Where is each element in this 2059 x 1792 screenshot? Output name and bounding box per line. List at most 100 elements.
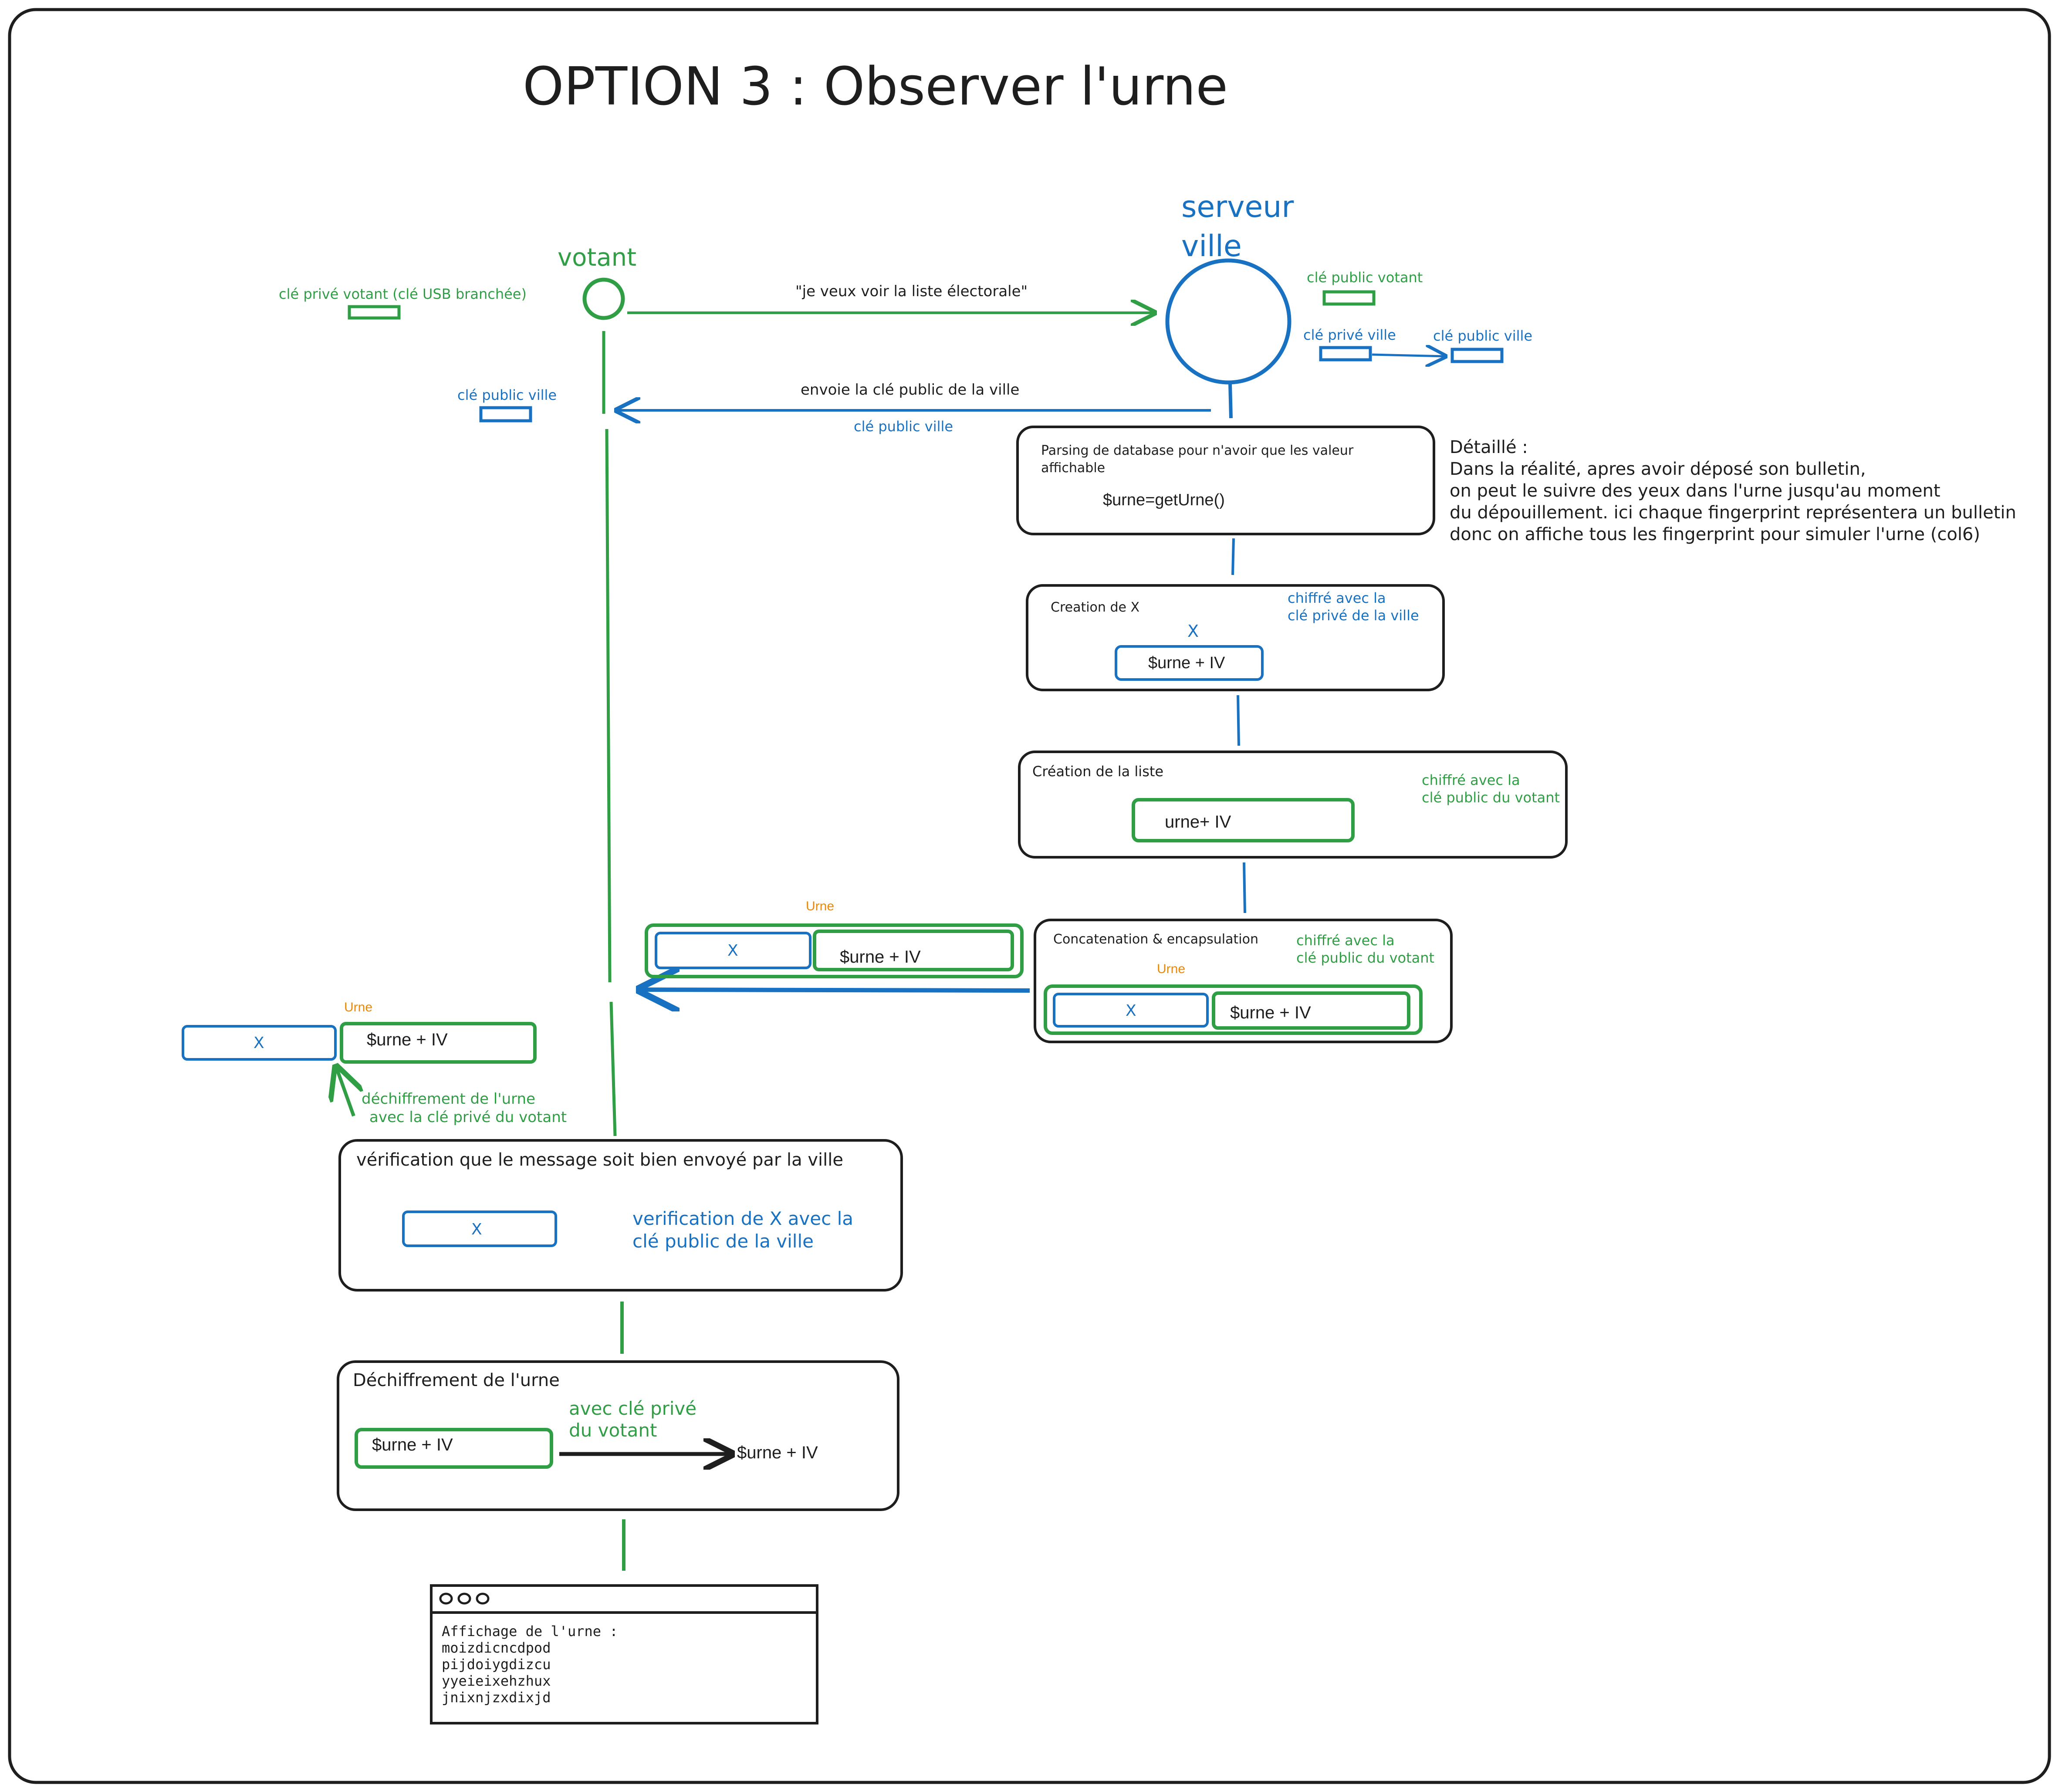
dechiffrement-note-line1: avec clé privé: [569, 1398, 696, 1419]
parsing-step-title-line2: affichable: [1041, 460, 1105, 476]
server-private-ville-key-label: clé privé ville: [1303, 327, 1396, 343]
votant-public-ville-key-icon: [479, 406, 532, 423]
dechiffrement-note-line2: du votant: [569, 1420, 657, 1441]
window-control-icon: [457, 1593, 471, 1605]
concat-step-title: Concatenation & encapsulation: [1053, 932, 1258, 947]
display-row: moizdicncdpod: [442, 1640, 551, 1656]
verification-step-box: [338, 1139, 903, 1292]
detail-note-title: Détaillé :: [1450, 437, 1528, 457]
concat-x-symbol: X: [1126, 1002, 1136, 1020]
connector-liste-to-concat: [1243, 862, 1246, 913]
display-window-frame: [430, 1584, 818, 1724]
parsing-step-title-line1: Parsing de database pour n'avoir que les…: [1041, 443, 1354, 458]
dechiffrement-step-title: Déchiffrement de l'urne: [353, 1370, 560, 1390]
display-row: jnixnjzxdixjd: [442, 1689, 551, 1706]
outer-frame: [8, 8, 2051, 1784]
transit-x-symbol: X: [727, 942, 738, 960]
creation-liste-urne-box: [1132, 798, 1355, 842]
request-message: "je veux voir la liste électorale": [795, 283, 1028, 300]
concat-urne-label: Urne: [1157, 962, 1185, 976]
connector-parsing-to-x: [1231, 538, 1235, 575]
verification-step-title: vérification que le message soit bien en…: [356, 1150, 843, 1170]
concat-note-line1: chiffré avec la: [1296, 932, 1395, 949]
concat-step-box: [1034, 919, 1453, 1043]
window-control-icon: [439, 1593, 453, 1605]
dechiffrement-step-box: [337, 1360, 899, 1511]
key-derivation-arrow: [1372, 355, 1445, 356]
votant-label: votant: [558, 243, 636, 272]
creation-liste-step-box: [1018, 751, 1568, 859]
verification-x-box: [402, 1210, 557, 1247]
detail-note-line: donc on affiche tous les fingerprint pou…: [1450, 524, 1980, 544]
creation-liste-step-title: Création de la liste: [1032, 763, 1163, 780]
creation-x-symbol: X: [1187, 622, 1199, 641]
decrypted-note-line2: avec la clé privé du votant: [369, 1109, 567, 1126]
votant-private-key-icon: [348, 305, 401, 320]
creation-liste-note-line1: chiffré avec la: [1422, 772, 1520, 788]
creation-x-step-title: Creation de X: [1051, 600, 1139, 615]
connector-x-to-liste: [1237, 695, 1240, 746]
verification-note-line2: clé public de la ville: [632, 1231, 814, 1252]
display-header: Affichage de l'urne :: [442, 1623, 618, 1640]
votant-public-ville-key-label: clé public ville: [457, 387, 557, 403]
creation-liste-note-line2: clé public du votant: [1422, 789, 1560, 806]
decrypted-note-line1: déchiffrement de l'urne: [362, 1090, 535, 1108]
concat-note-line2: clé public du votant: [1296, 950, 1434, 966]
concat-urne-box: [1212, 991, 1410, 1030]
display-window: Affichage de l'urne : moizdicncdpod pijd…: [430, 1584, 818, 1724]
verification-x-symbol: X: [471, 1221, 482, 1238]
decrypted-urne-box: [340, 1022, 537, 1064]
detail-note-line: Dans la réalité, apres avoir déposé son …: [1450, 459, 1866, 479]
decrypted-urne-value: $urne + IV: [367, 1030, 448, 1049]
detail-note-line: du dépouillement. ici chaque fingerprint…: [1450, 503, 2016, 523]
votant-lifeline-mid: [605, 429, 612, 983]
server-public-votant-key-label: clé public votant: [1307, 269, 1423, 286]
transit-outer-green-box: [645, 923, 1024, 978]
decrypted-urne-label: Urne: [344, 1000, 372, 1014]
creation-x-urne-label: $urne + IV: [1148, 654, 1225, 672]
dechiffrement-result: $urne + IV: [737, 1443, 818, 1462]
creation-liste-urne-label: urne+ IV: [1165, 812, 1231, 832]
decrypt-up-arrow: [336, 1067, 354, 1117]
page-title: OPTION 3 : Observer l'urne: [523, 57, 1228, 117]
send-key-sub-label: clé public ville: [854, 418, 953, 435]
concat-x-box: [1053, 993, 1209, 1028]
detail-note: Détaillé : Dans la réalité, apres avoir …: [1450, 437, 2016, 544]
concat-urne-value: $urne + IV: [1230, 1003, 1311, 1022]
server-private-ville-key-icon: [1319, 346, 1372, 362]
serveur-circle: [1165, 258, 1292, 385]
creation-x-note-line1: chiffré avec la: [1288, 590, 1386, 606]
concat-outer-green-box: [1044, 984, 1423, 1035]
votant-lifeline-low: [609, 1001, 617, 1136]
transit-x-box: [655, 932, 811, 969]
dechiffrement-urne-box: [355, 1428, 553, 1469]
creation-x-urne-box: [1115, 645, 1264, 681]
creation-x-note-line2: clé privé de la ville: [1288, 607, 1419, 624]
transit-arrow: [640, 990, 1030, 991]
transit-urne-label: Urne: [806, 899, 834, 913]
dechiffrement-urne-value: $urne + IV: [372, 1435, 453, 1454]
send-key-message: envoie la clé public de la ville: [801, 381, 1019, 399]
display-row: pijdoiygdizcu: [442, 1656, 551, 1673]
serveur-label-line1: serveur: [1181, 190, 1294, 224]
detail-note-line: on peut le suivre des yeux dans l'urne j…: [1450, 481, 1941, 501]
server-public-ville-key-icon: [1450, 348, 1504, 363]
decrypted-x-symbol: X: [254, 1034, 264, 1052]
decrypted-x-box: [182, 1025, 337, 1061]
transit-urne-box: [813, 930, 1014, 971]
parsing-step-box: [1016, 426, 1435, 535]
server-public-ville-key-label: clé public ville: [1433, 328, 1532, 344]
creation-x-step-box: [1026, 584, 1445, 691]
parsing-step-code: $urne=getUrne(): [1103, 491, 1225, 509]
serveur-label-line2: ville: [1181, 229, 1242, 264]
transit-urne-value: $urne + IV: [840, 947, 921, 967]
window-control-icon: [476, 1593, 490, 1605]
server-public-votant-key-icon: [1322, 290, 1376, 306]
serveur-lifeline: [1228, 383, 1233, 419]
display-row: yyeieixehzhux: [442, 1673, 551, 1689]
votant-private-key-label: clé privé votant (clé USB branchée): [279, 286, 527, 302]
verification-note-line1: verification de X avec la: [632, 1208, 853, 1229]
votant-circle: [582, 277, 625, 320]
